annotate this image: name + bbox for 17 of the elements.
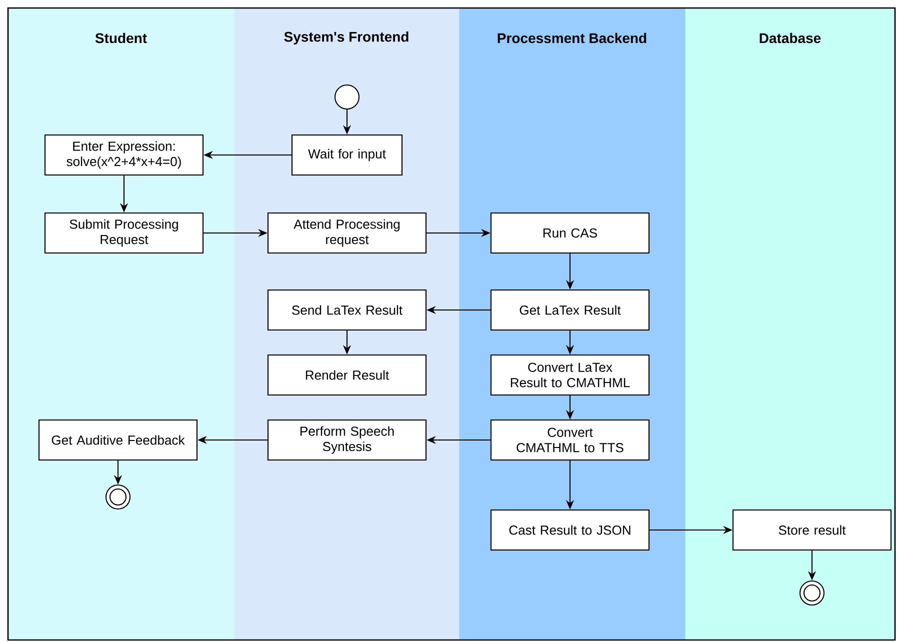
- activity-box: Render Result: [267, 354, 427, 396]
- activity-box: Get LaTex Result: [490, 289, 650, 331]
- activity-box: Wait for input: [291, 134, 403, 176]
- activity-box: Convert LaTex Result to CMATHML: [490, 354, 650, 396]
- activity-box: Convert CMATHML to TTS: [490, 419, 650, 461]
- activity-box: Cast Result to JSON: [490, 509, 650, 551]
- activity-box: Run CAS: [490, 212, 650, 254]
- activity-box: Store result: [732, 509, 892, 551]
- activity-box: Attend Processing request: [267, 212, 427, 254]
- start-circle: [334, 84, 360, 110]
- activity-box: Perform Speech Syntesis: [267, 419, 427, 461]
- activity-box: Submit Processing Request: [44, 212, 204, 254]
- activity-box: Get Auditive Feedback: [38, 419, 198, 461]
- end-circle: [105, 484, 131, 510]
- activity-box: Send LaTex Result: [267, 289, 427, 331]
- activity-box: Enter Expression: solve(x^2+4*x+4=0): [44, 134, 204, 176]
- end-circle: [799, 580, 825, 606]
